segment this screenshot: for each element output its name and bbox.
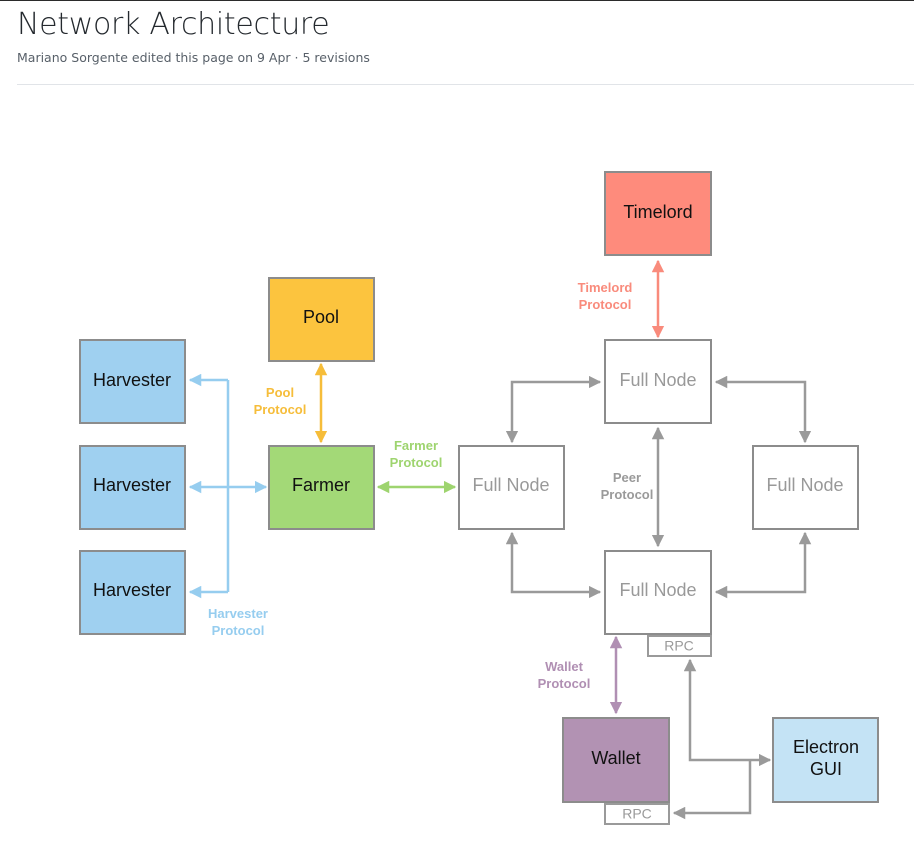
wallet-protocol-line2: Protocol <box>538 676 591 691</box>
wallet-node: Wallet <box>562 717 670 803</box>
harvester-node-1: Harvester <box>79 339 186 424</box>
electron-gui-label-line2: GUI <box>810 759 842 779</box>
timelord-node: Timelord <box>604 171 712 256</box>
harvester-protocol-label: Harvester Protocol <box>208 606 268 638</box>
peer-bottom-right-arrow <box>714 531 812 599</box>
pool-node: Pool <box>268 277 375 362</box>
peer-protocol-connectors <box>505 375 812 820</box>
harvester-label-2: Harvester <box>93 475 171 495</box>
farmer-label: Farmer <box>292 475 350 495</box>
farmer-protocol-label: Farmer Protocol <box>390 438 443 470</box>
farmer-protocol-line2: Protocol <box>390 455 443 470</box>
wallet-protocol-line1: Wallet <box>545 659 583 674</box>
full-node-rpc-tab: RPC <box>647 635 712 657</box>
full-node-top: Full Node <box>604 339 712 424</box>
harvester-protocol-line2: Protocol <box>212 623 265 638</box>
electron-gui-label-line1: Electron <box>793 737 859 757</box>
harvester-label-1: Harvester <box>93 370 171 390</box>
full-node-rpc-label: RPC <box>664 638 694 654</box>
timelord-protocol-label: Timelord Protocol <box>578 280 633 312</box>
electron-wallet-rpc-arrow <box>672 760 752 820</box>
full-node-left: Full Node <box>458 445 565 530</box>
rpc-fullnode-electron-arrow <box>683 658 772 767</box>
electron-gui-node: Electron GUI <box>772 717 879 803</box>
wallet-rpc-tab: RPC <box>604 803 670 825</box>
harvester-protocol-line1: Harvester <box>208 606 268 621</box>
harvester-node-3: Harvester <box>79 550 186 635</box>
peer-protocol-line2: Protocol <box>601 487 654 502</box>
farmer-node: Farmer <box>268 445 375 530</box>
peer-top-right-arrow <box>714 375 812 444</box>
wallet-protocol-label: Wallet Protocol <box>538 659 591 691</box>
peer-left-bottom-arrow <box>505 531 602 599</box>
page-meta: Mariano Sorgente edited this page on 9 A… <box>17 50 370 65</box>
timelord-label: Timelord <box>623 202 692 222</box>
pool-protocol-line1: Pool <box>266 385 294 400</box>
pool-label: Pool <box>303 307 339 327</box>
full-node-right: Full Node <box>752 445 859 530</box>
wallet-label: Wallet <box>591 748 640 768</box>
wallet-rpc-label: RPC <box>622 806 652 822</box>
top-border <box>0 0 914 1</box>
harvester-node-2: Harvester <box>79 445 186 530</box>
timelord-protocol-line1: Timelord <box>578 280 633 295</box>
pool-protocol-line2: Protocol <box>254 402 307 417</box>
farmer-protocol-line1: Farmer <box>394 438 438 453</box>
header-divider <box>17 84 914 85</box>
full-node-bottom-label: Full Node <box>619 580 696 600</box>
full-node-right-label: Full Node <box>766 475 843 495</box>
full-node-bottom: Full Node <box>604 550 712 635</box>
full-node-left-label: Full Node <box>472 475 549 495</box>
page-title: Network Architecture <box>17 7 330 42</box>
peer-left-top-arrow <box>505 375 602 444</box>
timelord-protocol-line2: Protocol <box>579 297 632 312</box>
peer-protocol-label: Peer Protocol <box>601 470 654 502</box>
full-node-top-label: Full Node <box>619 370 696 390</box>
harvester-label-3: Harvester <box>93 580 171 600</box>
pool-protocol-label: Pool Protocol <box>254 385 307 417</box>
harvester-protocol-connector <box>188 373 268 599</box>
peer-protocol-line1: Peer <box>613 470 641 485</box>
